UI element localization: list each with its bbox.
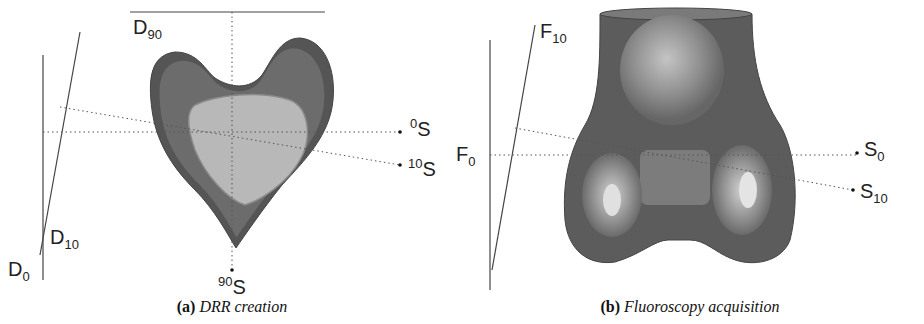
axis-label: F10	[540, 20, 567, 42]
source-label: S10	[860, 180, 888, 202]
detector-lines	[490, 25, 535, 290]
axis-label: D0	[8, 258, 30, 280]
femur-cross-section	[150, 38, 333, 248]
axis-label: D10	[50, 226, 79, 248]
source-points	[230, 130, 402, 272]
ray-lines	[43, 12, 400, 268]
detector-lines	[40, 12, 325, 280]
source-label: 0S	[410, 118, 431, 140]
distal-femur	[564, 8, 795, 263]
source-label: 10S	[408, 158, 436, 180]
caption: (a) DRR creation	[177, 298, 287, 316]
ray-lines	[490, 128, 857, 190]
axis-label: F0	[456, 143, 475, 165]
caption: (b) Fluoroscopy acquisition	[601, 298, 780, 316]
axis-label: D90	[133, 16, 162, 38]
source-label: S0	[864, 138, 885, 160]
source-points	[851, 151, 859, 192]
source-label: 90S	[218, 276, 246, 298]
